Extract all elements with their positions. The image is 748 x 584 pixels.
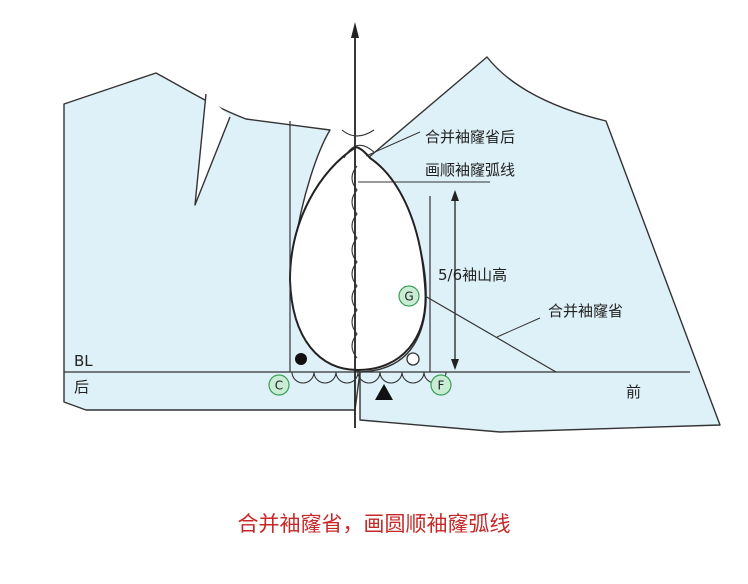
label-sleeve-cap-height: 5/6袖山高 <box>438 266 507 284</box>
bust-line-scallops <box>291 371 447 384</box>
point-f-label: F <box>438 379 445 393</box>
front-notch-circle <box>406 352 420 366</box>
back-shoulder-dart <box>194 93 231 206</box>
point-f-marker: F <box>430 374 452 396</box>
point-c-marker: C <box>268 374 290 396</box>
armhole-opening <box>288 145 427 372</box>
scallop-construction-curve <box>351 165 358 359</box>
label-smooth-armhole-curve: 画顺袖窿弧线 <box>425 161 515 179</box>
point-g-marker: G <box>398 285 420 307</box>
dart-merge-arc-top <box>341 129 375 137</box>
leader-merge-dart-after <box>365 131 421 157</box>
merged-dart-line <box>424 295 557 373</box>
dart-merge-arc-mid <box>343 144 375 159</box>
cap-height-arrow-bottom <box>451 359 459 370</box>
label-merge-dart-after: 合并袖窿省后 <box>425 128 515 146</box>
label-back: 后 <box>74 378 89 396</box>
triangle-marker <box>375 384 393 400</box>
cap-height-arrow-top <box>451 190 459 201</box>
point-c-label: C <box>275 379 283 393</box>
label-bl: BL <box>74 352 93 370</box>
label-front: 前 <box>626 383 641 401</box>
leader-merge-armhole-dart <box>496 317 541 338</box>
back-notch-dot <box>295 353 307 365</box>
label-merge-armhole-dart: 合并袖窿省 <box>548 302 623 320</box>
point-g-label: G <box>404 290 413 304</box>
diagram-caption: 合并袖窿省，画圆顺袖窿弧线 <box>238 512 511 536</box>
axis-arrow-head <box>351 22 359 38</box>
